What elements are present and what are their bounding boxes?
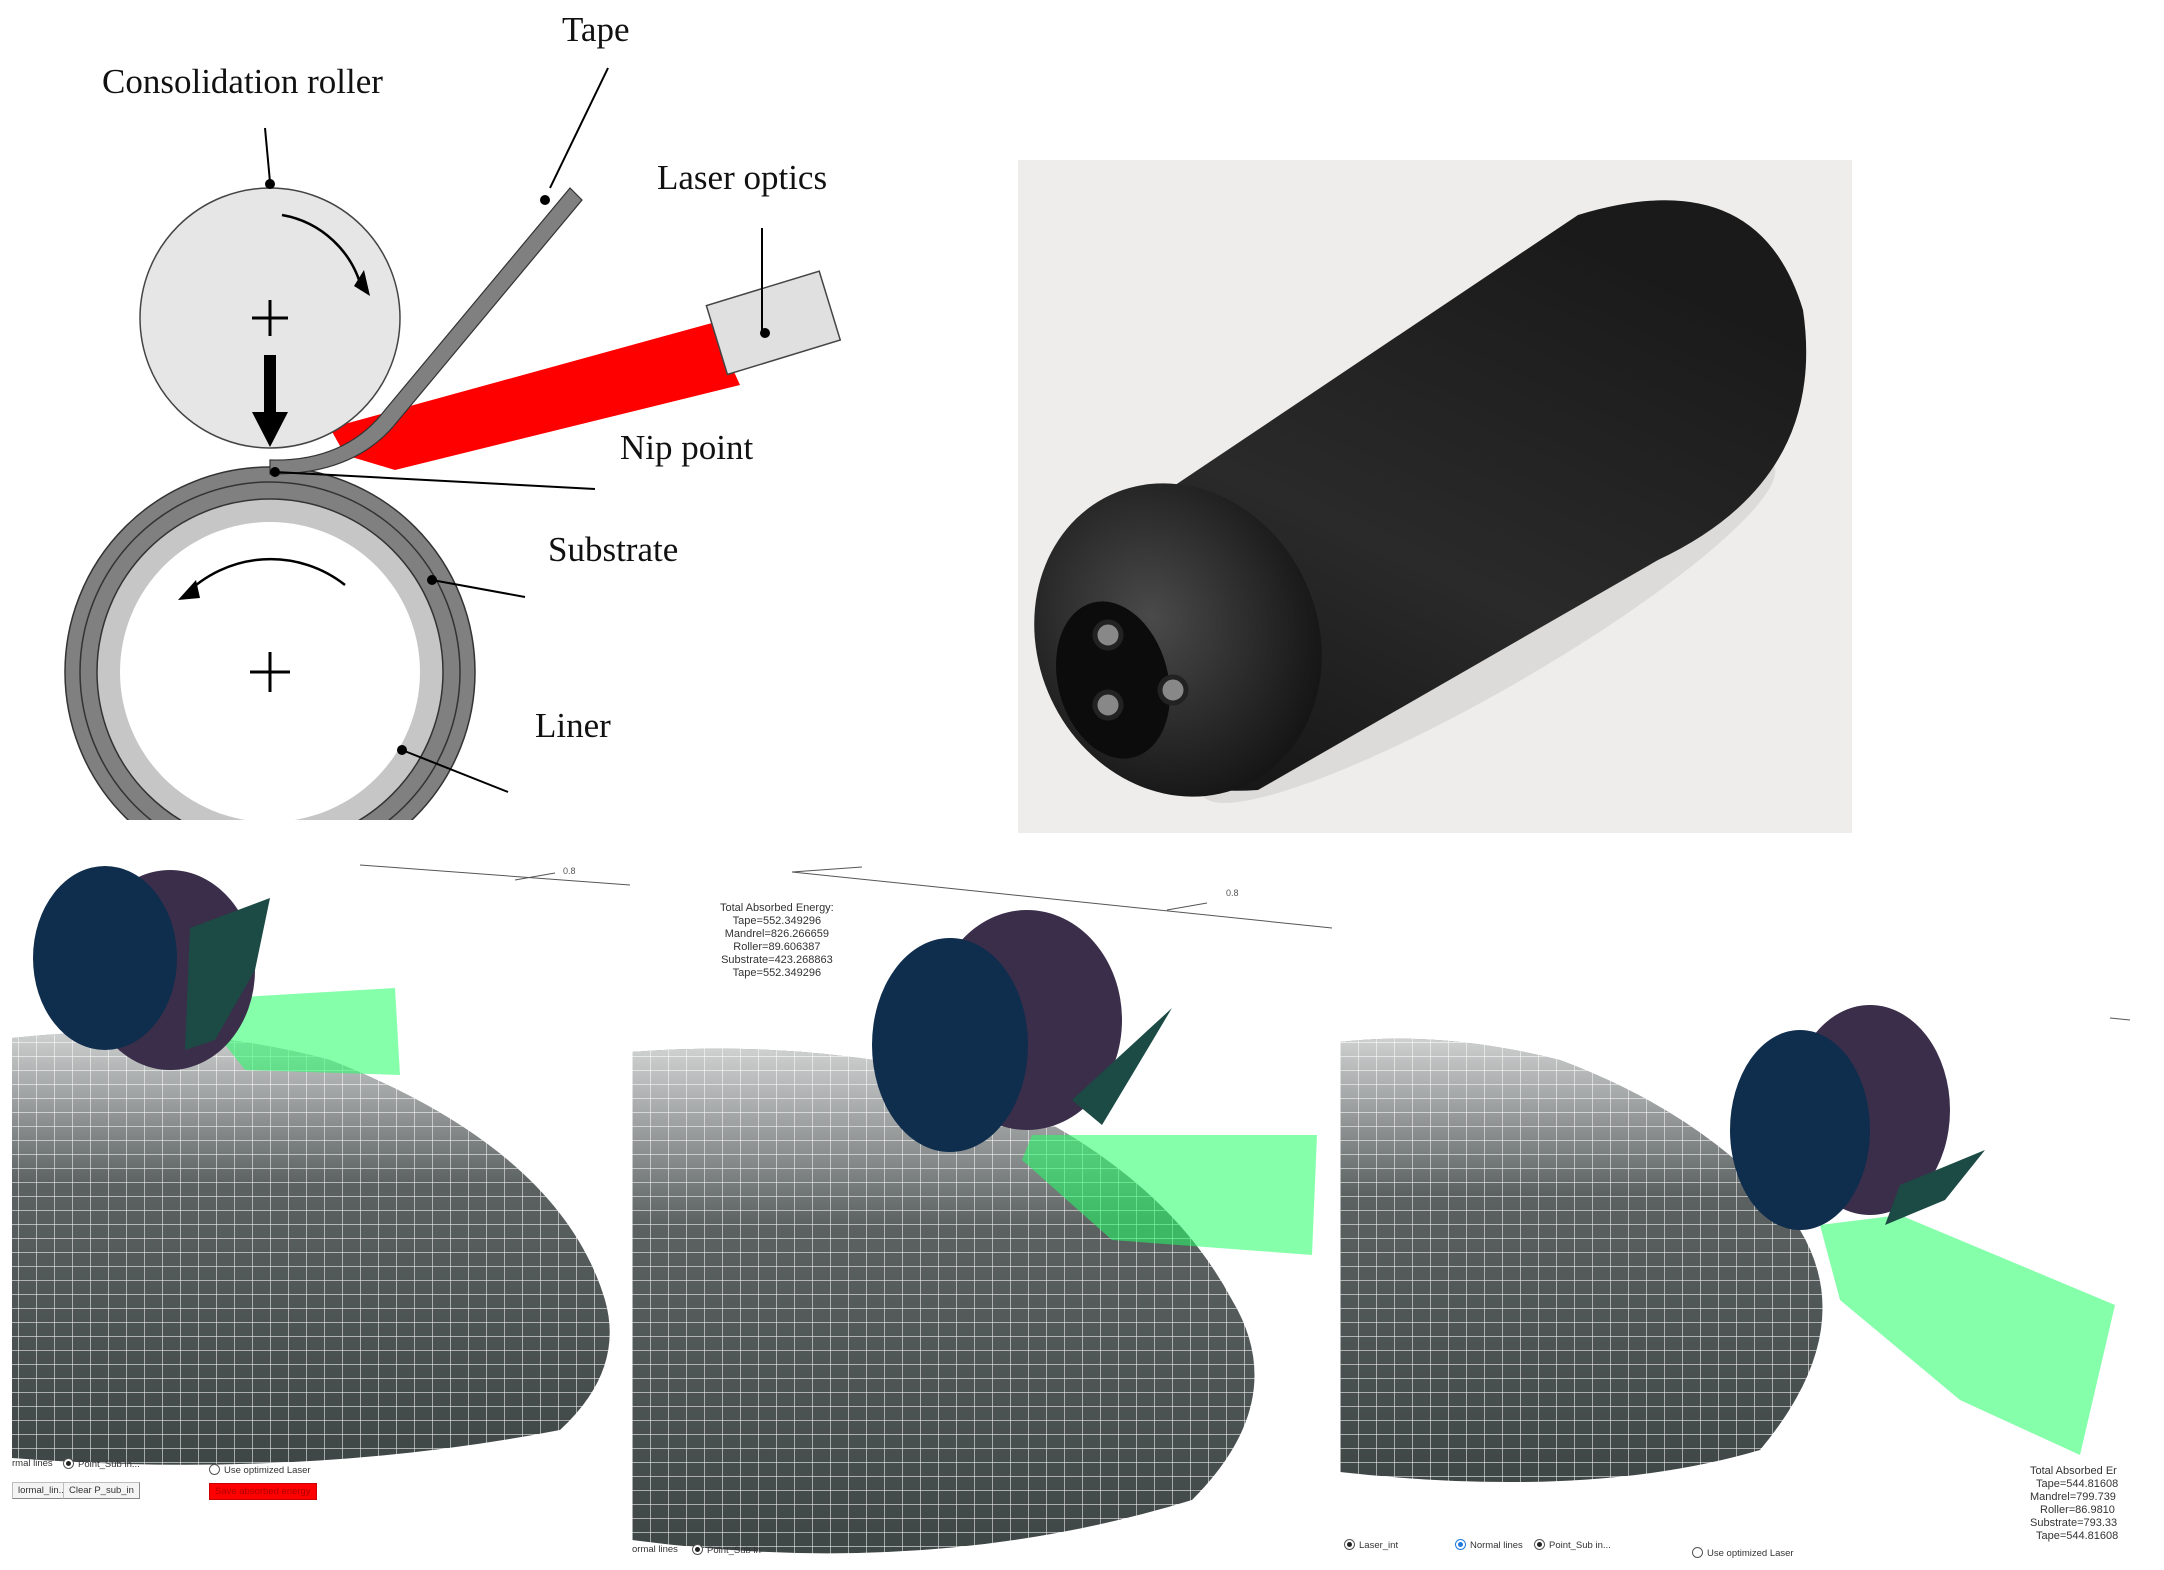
end-fitting [1055, 601, 1171, 759]
tape-strip [1885, 1150, 1985, 1225]
tape-placement-diagram: Consolidation roller Tape Laser optics N… [0, 0, 900, 878]
simulation-viewport[interactable] [1340, 860, 2164, 1570]
energy-substrate: Substrate=423.268863 [721, 954, 833, 966]
label-nip-point: Nip point [620, 428, 754, 467]
save-absorbed-energy-button[interactable]: Save absorbed energy [209, 1483, 317, 1500]
radio-empty-icon [1692, 1547, 1703, 1558]
radio-selected-icon [63, 1458, 74, 1469]
axis-tick-label: 0.8 [1226, 888, 1239, 898]
schematic-drawing [64, 67, 842, 878]
energy-substrate: Substrate=793.33 [2030, 1517, 2118, 1529]
radio-selected-icon [692, 1544, 703, 1555]
laser-rays [1820, 1215, 2115, 1455]
label-tape: Tape [562, 10, 630, 49]
absorbed-energy-readout: Total Absorbed Er Tape=544.81608 Mandrel… [2030, 1465, 2118, 1543]
radio-selected-icon [1455, 1539, 1466, 1550]
energy-tape-repeat: Tape=544.81608 [2036, 1530, 2119, 1542]
energy-mandrel: Mandrel=799.739 [2030, 1491, 2116, 1503]
energy-tape: Tape=552.349296 [732, 915, 822, 927]
radio-use-optimized-laser[interactable]: Use optimized Laser [209, 1464, 311, 1476]
tape-strip-upper [185, 898, 270, 1050]
radio-point-sub[interactable]: Point_Sub in... [1534, 1539, 1611, 1551]
radio-selected-icon [1534, 1539, 1545, 1550]
laser-optics-box [705, 270, 842, 376]
roller-disk [1730, 1030, 1870, 1230]
radio-empty-icon [209, 1464, 220, 1475]
simulation-panel-2: 0.8 Total Absorbed Energy: Tape=552.3492… [632, 860, 1338, 1570]
simulation-viewport[interactable] [632, 860, 1338, 1570]
absorbed-energy-readout: Total Absorbed Energy: Tape=552.349296 M… [720, 902, 834, 980]
radio-normal-lines[interactable]: ormal lines [632, 1544, 678, 1555]
energy-mandrel: Mandrel=826.266659 [724, 928, 830, 940]
simulation-panel-3: Total Absorbed Er Tape=544.81608 Mandrel… [1340, 860, 2164, 1570]
laser-rays [1022, 1135, 1317, 1255]
energy-title: Total Absorbed Er [2030, 1465, 2117, 1477]
pressure-vessel-photo [1018, 160, 1852, 833]
label-liner: Liner [535, 706, 611, 745]
label-substrate: Substrate [548, 530, 679, 569]
label-consolidation-roller: Consolidation roller [102, 62, 383, 101]
energy-title: Total Absorbed Energy: [720, 902, 834, 914]
radio-normal-lines[interactable]: rmal lines [12, 1458, 53, 1469]
radio-normal-lines[interactable]: Normal lines [1455, 1539, 1523, 1551]
radio-use-optimized-laser[interactable]: Use optimized Laser [1692, 1547, 1794, 1559]
port-3 [1157, 674, 1189, 706]
radio-selected-icon [1344, 1539, 1355, 1550]
simulation-panel-1: 0.8 rmal lines Point_Sub in... Use optim… [0, 860, 630, 1570]
roller-disk [872, 938, 1028, 1152]
energy-tape-repeat: Tape=552.349296 [732, 967, 822, 979]
clear-p-sub-in-button[interactable]: Clear P_sub_in [63, 1482, 140, 1499]
port-2 [1092, 689, 1124, 721]
energy-tape: Tape=544.81608 [2036, 1478, 2119, 1490]
radio-laser-int[interactable]: Laser_int [1344, 1539, 1398, 1551]
energy-roller: Roller=89.606387 [733, 941, 821, 953]
radio-point-sub[interactable]: Point_Sub in... [63, 1458, 140, 1470]
axis-tick-label: 0.8 [563, 866, 576, 876]
label-laser-optics: Laser optics [657, 158, 828, 197]
tape-strip [1072, 1008, 1172, 1125]
port-1 [1092, 619, 1124, 651]
laser-beam [330, 323, 740, 470]
roller-disk [33, 866, 177, 1050]
radio-point-sub[interactable]: Point_Sub in [692, 1544, 761, 1556]
energy-roller: Roller=86.9810 [2040, 1504, 2115, 1516]
simulation-viewport[interactable] [0, 860, 630, 1570]
